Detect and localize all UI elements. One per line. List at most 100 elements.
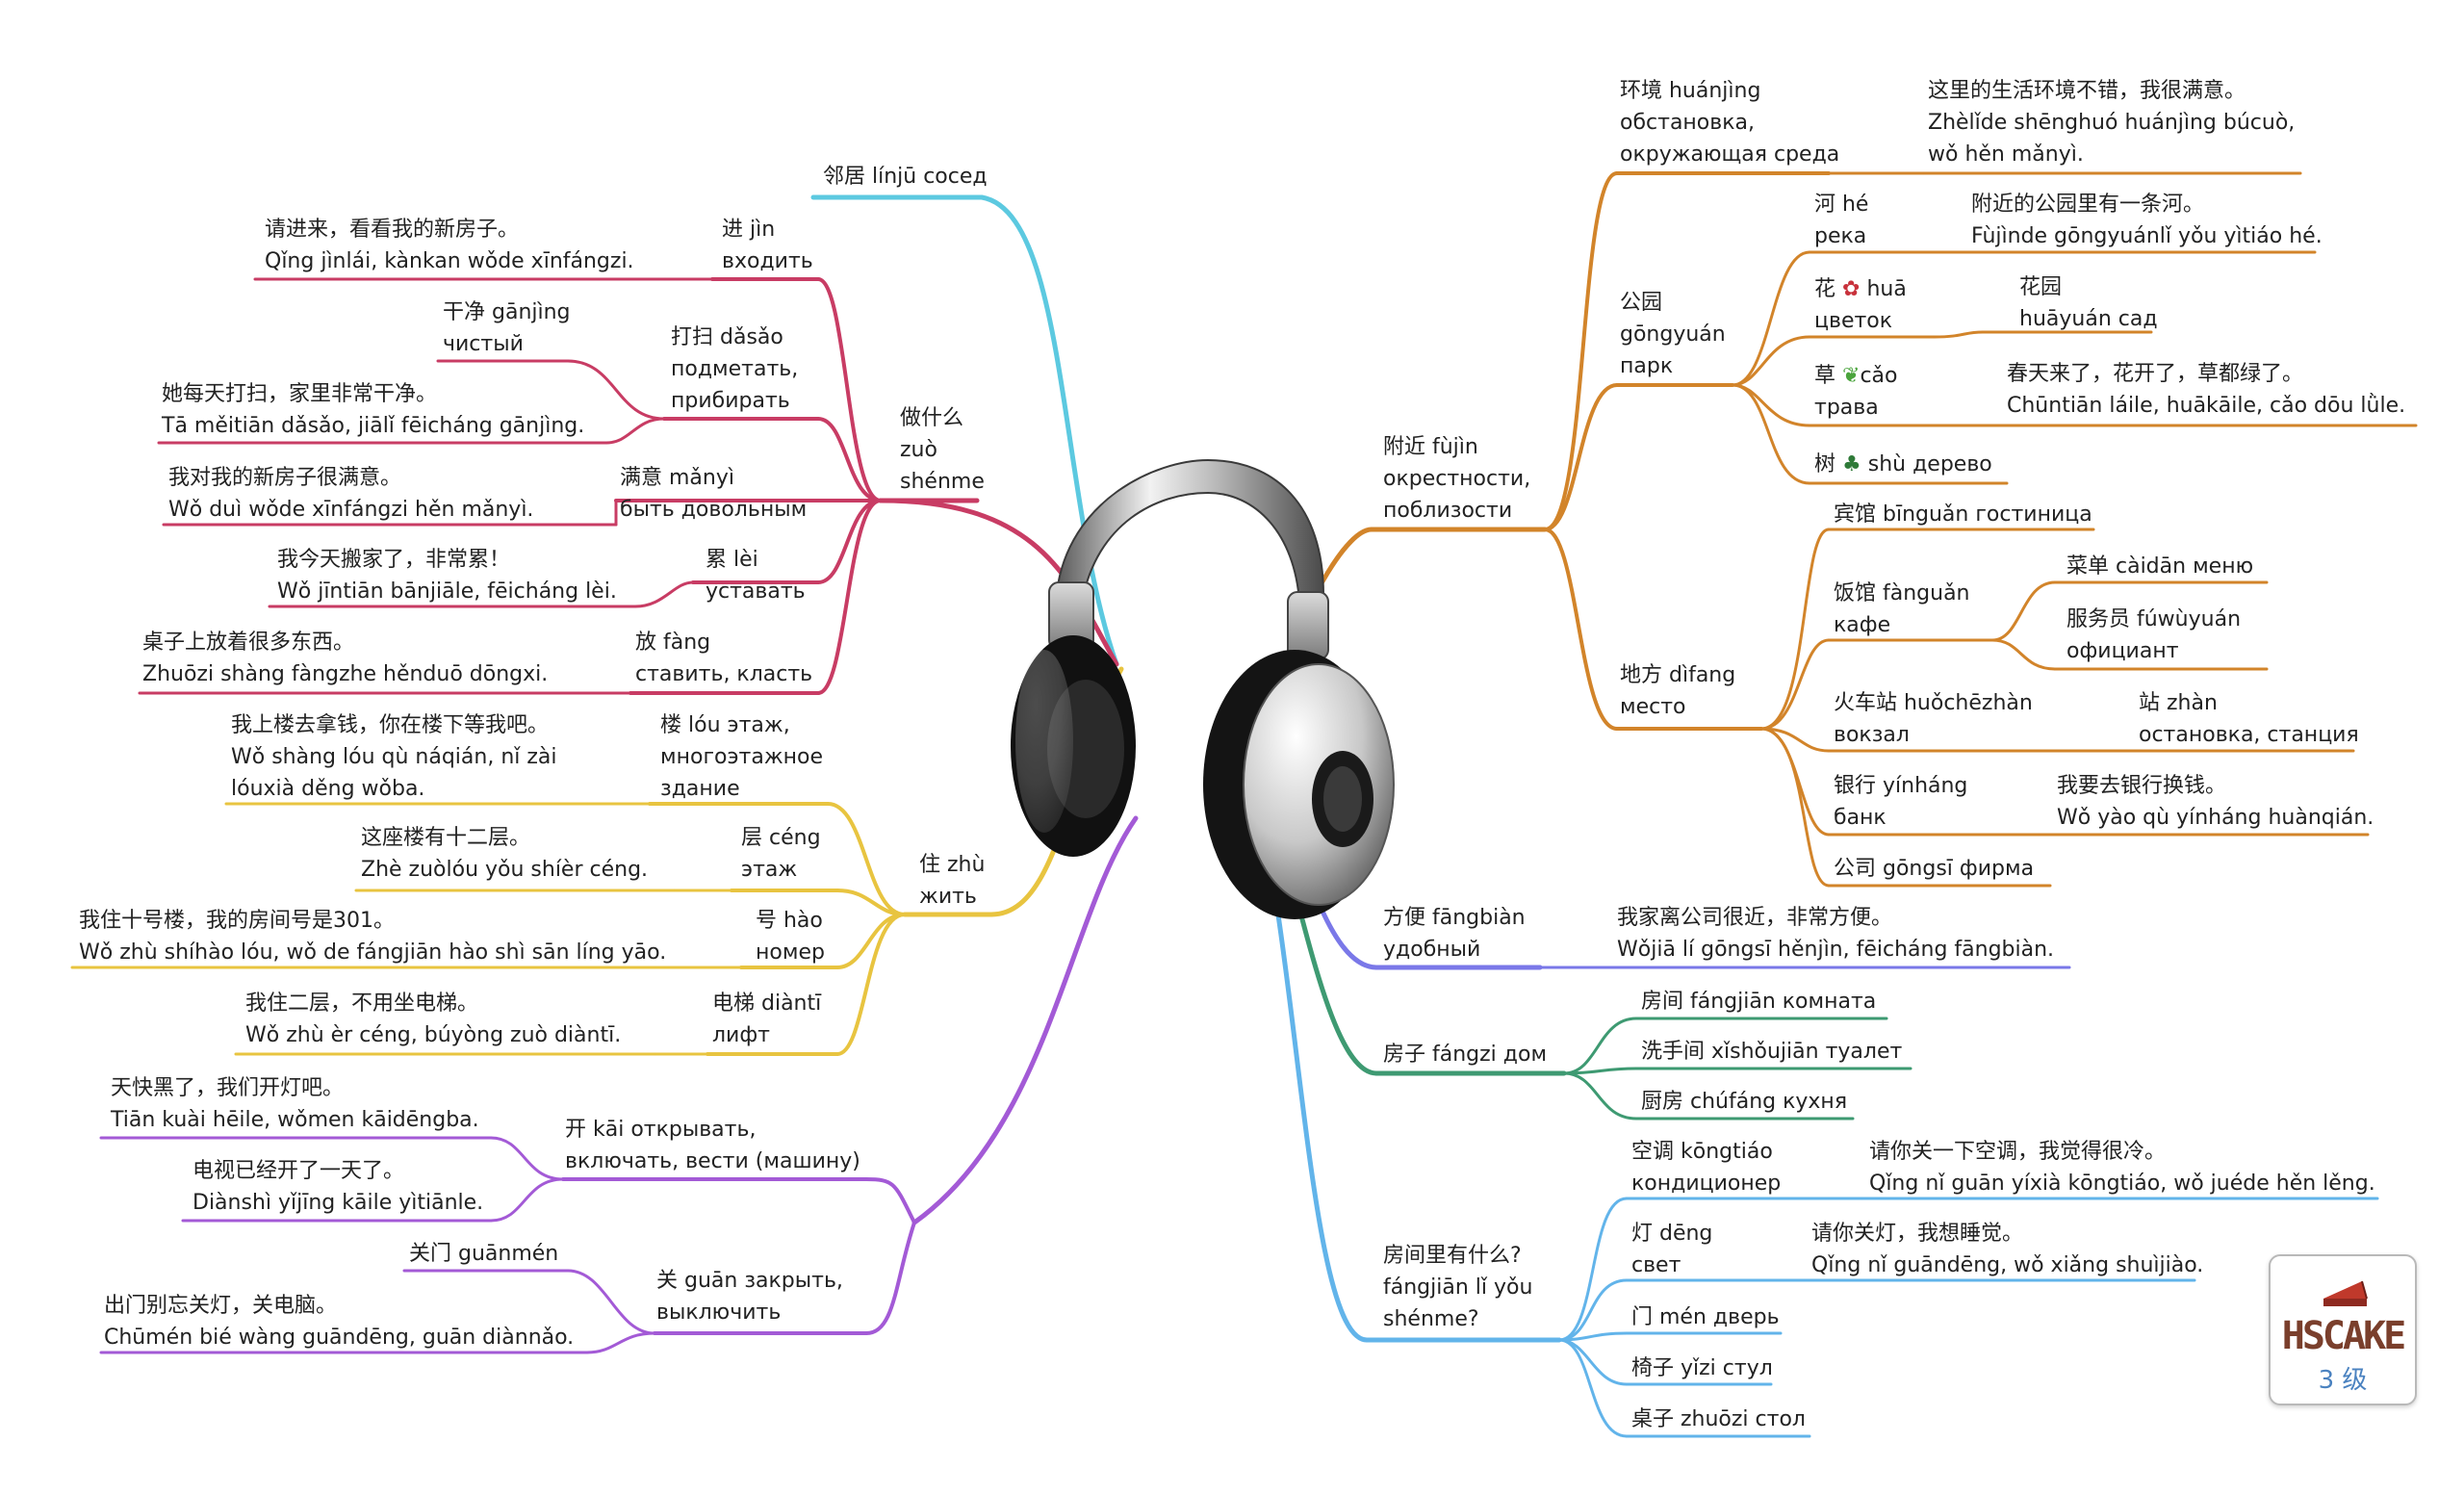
label-line: остановка, станция [2139,723,2359,747]
node-linju: 邻居 línjū сосед [823,161,988,193]
label-line: свет [1631,1253,1681,1277]
node-ceng-example: 这座楼有十二层。Zhè zuòlóu yǒu shíèr céng. [361,822,648,886]
label-line: быть довольным [620,498,808,522]
label-line: fángjiān lǐ yǒu [1383,1275,1533,1300]
label-line: Wǒ yào qù yínháng huànqián. [2057,806,2374,830]
label-line: 桌子 zhuōzi стол [1631,1407,1806,1431]
label-line: shénme [900,470,985,494]
label-line: wǒ hěn mǎnyì. [1928,142,2084,167]
label-line: 开 kāi открывать, [565,1118,757,1142]
node-ganjing: 干净 gānjìng чистый [443,296,571,360]
label-line: 站 zhàn [2139,691,2218,715]
label-line: поблизости [1383,499,1513,523]
label-line: парк [1620,354,1674,378]
branch-kai-guan [99,815,1139,1354]
node-jin-example: 请进来，看看我的新房子。 Qǐng jìnlái, kànkan wǒde xīn… [265,214,634,277]
label-line: уставать [706,580,806,604]
label-line: 干净 gānjìng [443,300,571,324]
label-line: 椅子 yǐzi стул [1631,1356,1773,1380]
label-line: жить [919,885,977,909]
node-deng-example: 请你关灯，我想睡觉。Qǐng nǐ guāndēng, wǒ xiǎng shu… [1811,1218,2203,1281]
label-line: 服务员 fúwùyuán [2066,607,2242,631]
node-cao: 草 ❦cǎo трава [1814,364,1898,420]
node-fang-example: 桌子上放着很多东西。Zhuōzi shàng fàngzhe hěnduō dō… [142,627,548,690]
label-line: 银行 yínháng [1834,774,1968,798]
logo-brand: HSCAKE [2281,1314,2407,1358]
node-kai-example-1: 天快黑了，我们开灯吧。Tiān kuài hēile, wǒmen kāidēn… [111,1072,479,1136]
label-line: huāyuán сад [2019,307,2158,331]
label-line: 春天来了，花开了，草都绿了。 [2007,362,2304,386]
label-line: 地方 dìfang [1620,663,1736,687]
label-line: кондиционер [1631,1172,1782,1196]
label-line: 附近 fùjìn [1383,435,1478,459]
label-line: 空调 kōngtiáo [1631,1140,1773,1164]
node-manyi-example: 我对我的新房子很满意。 Wǒ duì wǒde xīnfángzi hěn mǎn… [168,462,533,526]
label-line: обстановка, [1620,111,1755,135]
label-line: 房间里有什么? [1383,1244,1522,1268]
label-line: чистый [443,332,524,356]
label-line: 出门别忘关灯，关电脑。 [104,1294,338,1318]
node-zhuozi: 桌子 zhuōzi стол [1631,1404,1806,1435]
label-line: номер [756,940,825,965]
label-line: 邻居 línjū сосед [823,165,988,189]
branch-linju [810,194,1119,667]
label-line: gōngyuán [1620,322,1726,347]
label-line: 我要去银行换钱。 [2057,774,2227,798]
node-kongtiao-example: 请你关一下空调，我觉得很冷。 Qǐng nǐ guān yíxià kōngtiá… [1869,1136,2375,1199]
label-line: Wǒ duì wǒde xīnfángzi hěn mǎnyì. [168,498,534,522]
label-line: банк [1834,806,1886,830]
label-line: 层 céng [741,826,821,850]
node-fangjianli: 房间里有什么? fángjiān lǐ yǒu shénme? [1383,1240,1532,1335]
label-line: Zhuōzi shàng fàngzhe hěnduō dōngxi. [142,662,549,686]
label-line: 公司 gōngsī фирма [1834,857,2035,881]
label-line: 号 hào [756,909,823,933]
node-lei: 累 lèi уставать [706,544,806,607]
node-cao-example: 春天来了，花开了，草都绿了。 Chūntiān láile, huākāile, … [2007,358,2405,422]
label-line: Qǐng nǐ guāndēng, wǒ xiǎng shuìjiào. [1811,1253,2204,1277]
node-lei-example: 我今天搬家了，非常累！Wǒ jīntiān bānjiāle, fēicháng… [277,544,617,607]
label-line: Zhèlǐde shēnghuó huánjìng búcuò, [1928,111,2296,135]
node-gongyuan: 公园 gōngyuán парк [1620,287,1726,382]
label-line: Qǐng nǐ guān yíxià kōngtiáo, wǒ juéde hě… [1869,1172,2375,1196]
cake-icon [2323,1280,2368,1306]
branch-zuoshenme [138,277,1119,695]
label-line: входить [722,249,813,273]
label-line: 请进来，看看我的新房子。 [265,218,520,242]
label-line: lóuxià děng wǒba. [231,777,425,801]
label-line: 这里的生活环境不错，我很满意。 [1928,79,2246,103]
tree-icon: ♣ [1842,452,1861,477]
label-line: 做什么 [900,406,964,430]
label-line: 她每天打扫，家里非常干净。 [162,382,438,406]
label-line: 我对我的新房子很满意。 [168,466,402,490]
label-line: Diànshì yǐjīng kāile yìtiānle. [192,1191,484,1215]
label-line: Qǐng jìnlái, kànkan wǒde xīnfángzi. [265,249,634,273]
label-line: 放 fàng [635,631,711,655]
node-yinhang: 银行 yínháng банк [1834,770,1967,834]
node-yizi: 椅子 yǐzi стул [1631,1352,1773,1384]
node-zhan: 站 zhàn остановка, станция [2139,687,2359,751]
label-line: 进 jìn [722,218,776,242]
label-line: shénme? [1383,1307,1479,1331]
label-line: 公园 [1620,291,1663,315]
label-line: Chūntiān láile, huākāile, cǎo dōu lǜle. [2007,394,2406,418]
node-jin: 进 jìn входить [722,214,813,277]
label-line: 请你关一下空调，我觉得很冷。 [1869,1140,2167,1164]
label-line: здание [660,777,740,801]
node-kai: 开 kāi открывать,включать, вести (машину) [565,1114,860,1177]
label-line: 厨房 chúfáng кухня [1641,1090,1848,1114]
label-line: 环境 huánjìng [1620,79,1761,103]
label-line: 累 lèi [706,548,758,572]
